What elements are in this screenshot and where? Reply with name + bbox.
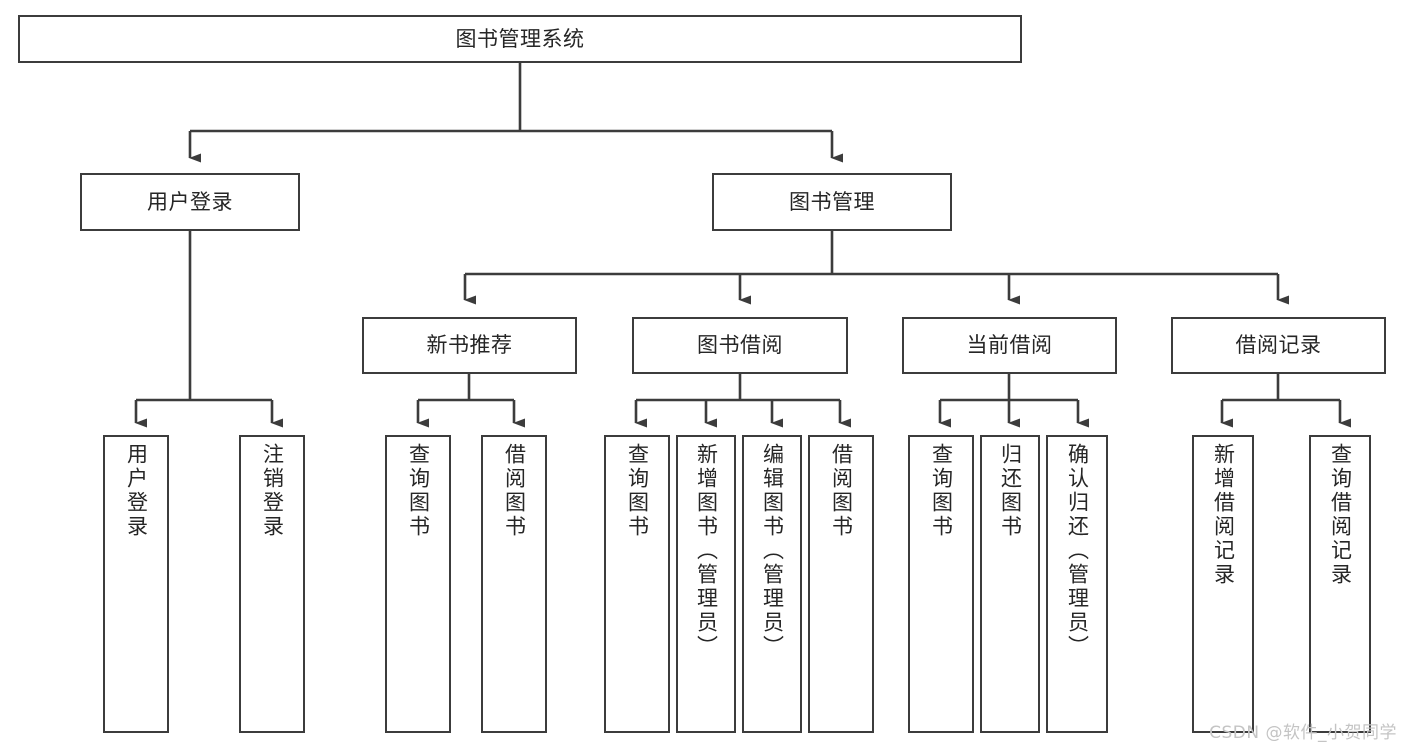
- node-leaf-edit-book-label: 编辑图书（管理员）: [760, 443, 785, 659]
- node-new-book-recommend[interactable]: 新书推荐: [362, 317, 577, 374]
- node-leaf-query-book-3[interactable]: 查询图书: [908, 435, 974, 733]
- node-borrow-record[interactable]: 借阅记录: [1171, 317, 1386, 374]
- node-leaf-query-book-1[interactable]: 查询图书: [385, 435, 451, 733]
- node-leaf-user-login[interactable]: 用户登录: [103, 435, 169, 733]
- node-leaf-confirm-return[interactable]: 确认归还（管理员）: [1046, 435, 1108, 733]
- node-leaf-query-book-2-label: 查询图书: [625, 443, 650, 539]
- node-leaf-query-record[interactable]: 查询借阅记录: [1309, 435, 1371, 733]
- node-leaf-user-logout[interactable]: 注销登录: [239, 435, 305, 733]
- node-leaf-return-book[interactable]: 归还图书: [980, 435, 1040, 733]
- node-current-borrow-label: 当前借阅: [966, 333, 1053, 358]
- node-user-login[interactable]: 用户登录: [80, 173, 300, 231]
- node-book-management[interactable]: 图书管理: [712, 173, 952, 231]
- node-leaf-add-book-label: 新增图书（管理员）: [694, 443, 719, 659]
- node-root[interactable]: 图书管理系统: [18, 15, 1022, 63]
- node-book-borrow-label: 图书借阅: [697, 333, 783, 358]
- node-leaf-add-record-label: 新增借阅记录: [1211, 443, 1236, 587]
- node-leaf-user-logout-label: 注销登录: [260, 443, 285, 539]
- node-leaf-add-book[interactable]: 新增图书（管理员）: [676, 435, 736, 733]
- node-borrow-record-label: 借阅记录: [1235, 333, 1322, 358]
- node-user-login-label: 用户登录: [147, 189, 233, 214]
- node-leaf-return-book-label: 归还图书: [998, 443, 1023, 539]
- node-book-management-label: 图书管理: [789, 189, 875, 214]
- node-leaf-query-book-2[interactable]: 查询图书: [604, 435, 670, 733]
- node-leaf-query-book-3-label: 查询图书: [929, 443, 954, 539]
- node-leaf-query-book-1-label: 查询图书: [406, 443, 431, 539]
- node-leaf-borrow-book-1[interactable]: 借阅图书: [481, 435, 547, 733]
- node-root-label: 图书管理系统: [455, 26, 585, 51]
- node-leaf-query-record-label: 查询借阅记录: [1328, 443, 1353, 587]
- node-leaf-edit-book[interactable]: 编辑图书（管理员）: [742, 435, 802, 733]
- node-leaf-user-login-label: 用户登录: [124, 443, 149, 539]
- node-leaf-confirm-return-label: 确认归还（管理员）: [1065, 443, 1090, 659]
- node-leaf-borrow-book-2[interactable]: 借阅图书: [808, 435, 874, 733]
- node-current-borrow[interactable]: 当前借阅: [902, 317, 1117, 374]
- node-leaf-add-record[interactable]: 新增借阅记录: [1192, 435, 1254, 733]
- node-new-book-recommend-label: 新书推荐: [426, 333, 513, 358]
- node-book-borrow[interactable]: 图书借阅: [632, 317, 848, 374]
- node-leaf-borrow-book-1-label: 借阅图书: [502, 443, 527, 539]
- node-leaf-borrow-book-2-label: 借阅图书: [829, 443, 854, 539]
